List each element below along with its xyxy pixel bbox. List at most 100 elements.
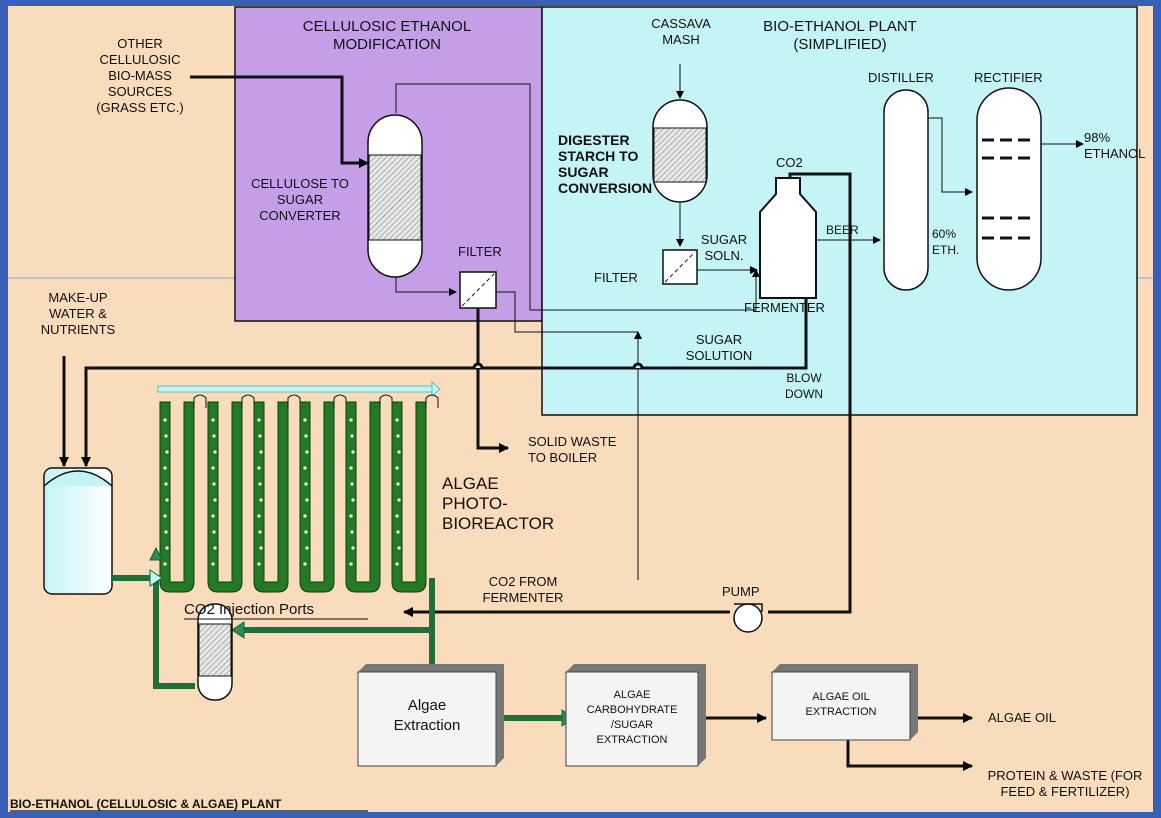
algae-extraction-label: Algae Extraction xyxy=(393,697,461,734)
cassava-label: CASSAVA MASH xyxy=(651,16,711,47)
bubble xyxy=(303,562,307,566)
sugar-solution-label: SUGAR SOLUTION xyxy=(685,332,753,363)
bubble xyxy=(212,434,216,438)
bubble xyxy=(350,482,354,486)
bubble xyxy=(258,530,262,534)
bubble xyxy=(395,514,399,518)
bubble xyxy=(163,466,167,470)
left-filter xyxy=(459,271,497,309)
bubble xyxy=(212,530,216,534)
bubble xyxy=(396,530,400,534)
tube-connector xyxy=(193,394,207,408)
bubble xyxy=(304,482,308,486)
bubble xyxy=(303,466,307,470)
co2-label: CO2 xyxy=(776,155,803,170)
bubble xyxy=(305,450,309,454)
bubble xyxy=(164,434,168,438)
bubble xyxy=(213,450,217,454)
bubble xyxy=(396,434,400,438)
photobioreactor xyxy=(157,380,441,593)
bioethanol-section-box xyxy=(541,6,1138,416)
bubble xyxy=(164,530,168,534)
beer-label: BEER xyxy=(826,223,859,237)
bubble xyxy=(163,418,167,422)
bubble xyxy=(397,498,401,502)
bubble xyxy=(257,418,261,422)
bubble xyxy=(259,498,263,502)
bubble xyxy=(211,514,215,518)
bubble xyxy=(303,418,307,422)
bubble xyxy=(395,466,399,470)
tube-connector xyxy=(287,394,301,408)
other-sources-label: OTHER CELLULOSIC BIO-MASS SOURCES (GRASS… xyxy=(96,36,184,115)
right-filter-label: FILTER xyxy=(594,270,638,285)
co2-ports-label: CO2 Injection Ports xyxy=(184,601,315,618)
co2-from-fermenter-label: CO2 FROM FERMENTER xyxy=(482,574,564,605)
bubble xyxy=(164,482,168,486)
tube-connector xyxy=(425,394,439,408)
reactor-tube xyxy=(207,401,243,593)
bubble xyxy=(303,514,307,518)
bubble xyxy=(395,418,399,422)
bubble xyxy=(395,562,399,566)
cellulose-converter-vessel xyxy=(367,114,423,278)
cellulose-converter-label: CELLULOSE TO SUGAR CONVERTER xyxy=(251,176,349,223)
solid-waste-label: SOLID WASTE TO BOILER xyxy=(528,434,617,465)
algae-extraction-box xyxy=(357,664,504,767)
makeup-label: MAKE-UP WATER & NUTRIENTS xyxy=(40,290,116,337)
ethanol98-label: 98% ETHANOL xyxy=(1084,130,1146,161)
bubble xyxy=(213,498,217,502)
separator-vessel xyxy=(197,603,233,701)
bubble xyxy=(165,498,169,502)
reactor-tube xyxy=(391,401,427,593)
bubble xyxy=(259,546,263,550)
distiller-column xyxy=(883,89,929,291)
blow-down-label: BLOW DOWN xyxy=(785,371,823,401)
bubble xyxy=(305,498,309,502)
bubble xyxy=(163,514,167,518)
rectifier-column xyxy=(976,87,1042,291)
bubble xyxy=(350,434,354,438)
bubble xyxy=(257,562,261,566)
carb-extraction-label: ALGAE CARBOHYDRATE /SUGAR EXTRACTION xyxy=(586,689,678,746)
makeup-tank xyxy=(43,467,113,595)
bubble xyxy=(349,466,353,470)
bubble xyxy=(165,450,169,454)
bubble xyxy=(351,450,355,454)
bubble xyxy=(213,546,217,550)
line-hop xyxy=(472,362,484,369)
digester-vessel xyxy=(652,99,708,203)
tube-connector xyxy=(379,394,393,408)
process-lines xyxy=(190,64,1084,580)
protein-waste-label: PROTEIN & WASTE (FOR FEED & FERTILIZER) xyxy=(987,768,1143,799)
bubble xyxy=(397,450,401,454)
sugar-soln-label: SUGAR SOLN. xyxy=(700,232,748,263)
bubble xyxy=(349,418,353,422)
pump-label: PUMP xyxy=(722,584,760,599)
line-hop xyxy=(632,362,644,369)
bubble xyxy=(258,482,262,486)
digester-label: DIGESTER STARCH TO SUGAR CONVERSION xyxy=(558,132,653,196)
tube-connector xyxy=(333,394,347,408)
bubble xyxy=(211,418,215,422)
algae-oil-label: ALGAE OIL xyxy=(988,710,1056,725)
bubble xyxy=(351,498,355,502)
bubble xyxy=(397,546,401,550)
bubble xyxy=(257,514,261,518)
reactor-tube xyxy=(159,401,195,593)
reactor-tube xyxy=(299,401,335,593)
bubble xyxy=(163,562,167,566)
bubble xyxy=(165,546,169,550)
bubble xyxy=(259,450,263,454)
bubble xyxy=(351,546,355,550)
right-filter xyxy=(662,249,698,285)
bubble xyxy=(305,546,309,550)
carbohydrate-extraction-box xyxy=(565,664,706,767)
cellulosic-section-title: CELLULOSIC ETHANOL MODIFICATION xyxy=(302,18,472,53)
bubble xyxy=(304,434,308,438)
oil-extraction-label: ALGAE OIL EXTRACTION xyxy=(805,691,877,718)
thick-process-lines xyxy=(59,172,973,771)
diagram-title: BIO-ETHANOL (CELLULOSIC & ALGAE) PLANT xyxy=(10,797,282,811)
bubble xyxy=(258,434,262,438)
